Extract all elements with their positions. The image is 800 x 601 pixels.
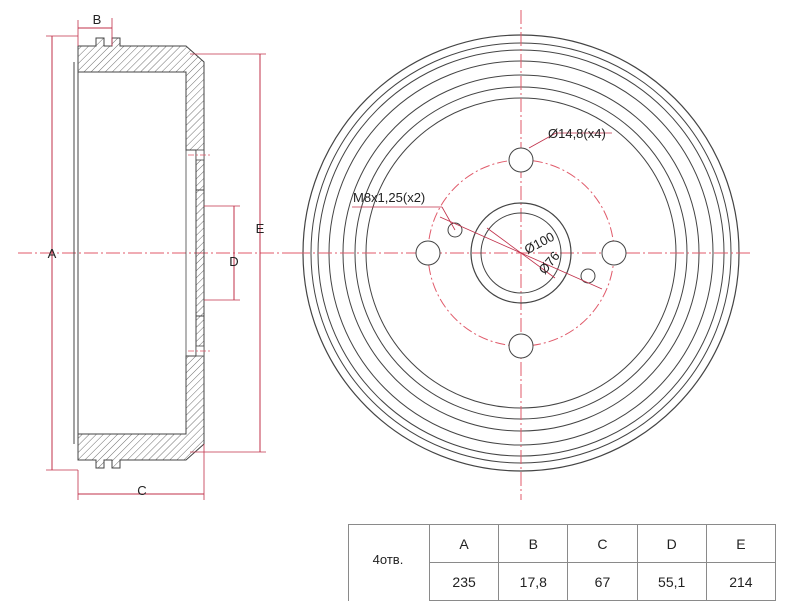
holes-count-label — [348, 562, 430, 601]
value-A: 235 — [428, 562, 500, 601]
header-D: D — [636, 524, 707, 563]
value-E: 214 — [705, 562, 777, 601]
value-B: 17,8 — [498, 562, 569, 601]
drum-wall-bottom — [77, 315, 205, 469]
hub-face — [195, 189, 205, 317]
bolt-hole — [508, 147, 534, 173]
spec-header-row: A B C D E — [348, 524, 777, 563]
header-A: A — [428, 524, 500, 563]
holes-text: 4отв. — [372, 552, 404, 567]
header-C: C — [567, 524, 638, 563]
label-E: E — [256, 221, 265, 236]
label-D: D — [229, 254, 238, 269]
bolt-hole — [508, 333, 534, 359]
header-E: E — [705, 524, 777, 563]
bolt-hole — [415, 240, 441, 266]
bolt-hole — [601, 240, 627, 266]
thread-label: M8x1,25(x2) — [353, 190, 425, 205]
value-C: 67 — [567, 562, 638, 601]
label-A: A — [48, 246, 57, 261]
holes-label — [348, 524, 430, 563]
bolt-hole-label: Ø14,8(x4) — [548, 126, 606, 141]
value-D: 55,1 — [636, 562, 707, 601]
label-B: B — [93, 12, 102, 27]
drum-wall-top — [77, 37, 205, 191]
label-C: C — [137, 483, 146, 498]
front-view: Ø14,8(x4) M8x1,25(x2) Ø100 Ø76 — [296, 10, 750, 500]
header-B: B — [498, 524, 569, 563]
section-view: A B C D E — [18, 12, 300, 500]
spec-value-row: 235 17,8 67 55,1 214 — [348, 562, 777, 601]
